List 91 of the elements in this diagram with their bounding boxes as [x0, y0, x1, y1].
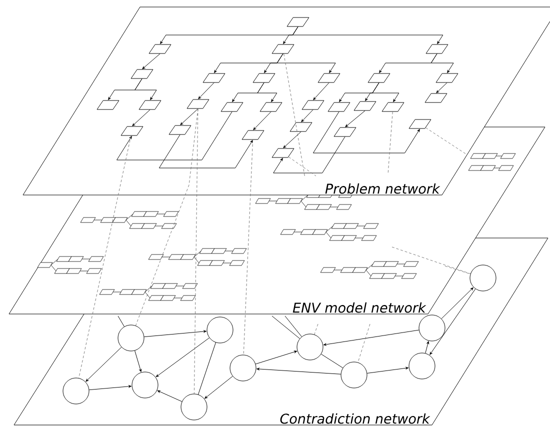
- process-box: [96, 100, 120, 110]
- arrow: [132, 110, 150, 126]
- arrow: [345, 110, 366, 128]
- arrow: [253, 112, 272, 130]
- arrow: [276, 54, 336, 73]
- layer-label: Contradiction network: [280, 413, 430, 424]
- process-box: [290, 122, 312, 132]
- process-box: [426, 44, 448, 54]
- connector-line: [284, 316, 302, 337]
- process-box: [354, 101, 376, 111]
- arrow: [256, 368, 342, 374]
- process-box: [334, 127, 356, 137]
- dashed-link: [284, 54, 306, 178]
- dashed-link: [78, 136, 132, 378]
- arrow: [255, 350, 297, 364]
- arrow: [301, 110, 314, 122]
- process-box: [242, 130, 264, 140]
- graph-circle: [418, 314, 446, 342]
- process-box: [120, 126, 144, 136]
- dashed-link: [425, 127, 466, 154]
- dashed-link: [194, 108, 198, 394]
- process-box: [186, 99, 210, 109]
- arrow: [204, 376, 233, 399]
- arrow: [372, 82, 400, 102]
- process-box: [220, 102, 244, 112]
- dashed-link: [314, 324, 318, 335]
- process-box: [130, 69, 154, 79]
- arrow: [430, 54, 454, 73]
- process-box: [286, 17, 310, 27]
- arrow: [366, 366, 408, 374]
- dashed-link: [358, 324, 370, 363]
- process-box: [272, 148, 294, 158]
- process-box: [408, 119, 432, 129]
- arrow: [313, 82, 330, 100]
- arrow: [157, 390, 182, 402]
- connector-line: [272, 316, 300, 339]
- dashed-link: [388, 112, 393, 174]
- dashed-link: [243, 140, 254, 355]
- dashed-link: [392, 246, 471, 274]
- connector-line: [320, 354, 344, 368]
- graph-circle: [206, 316, 234, 344]
- arrow: [134, 350, 142, 372]
- layer-label: Problem network: [325, 183, 440, 194]
- dashed-link: [444, 266, 471, 274]
- graph-circle: [296, 334, 324, 360]
- graph-circle: [470, 264, 496, 292]
- graph-circle: [340, 362, 368, 388]
- arrow: [425, 341, 430, 354]
- layer-label: ENV model network: [292, 302, 426, 313]
- arrow: [180, 108, 198, 126]
- arrow: [441, 287, 474, 319]
- arrow: [312, 112, 420, 154]
- arrow: [198, 82, 214, 100]
- process-box: [436, 73, 458, 83]
- process-box: [168, 125, 192, 135]
- process-box: [202, 73, 226, 83]
- arrow: [292, 26, 444, 44]
- arrow: [158, 134, 253, 168]
- arrow: [134, 78, 157, 100]
- graph-circle: [408, 352, 436, 380]
- process-box: [318, 73, 340, 83]
- connector-line: [198, 342, 216, 395]
- graph-circle: [230, 354, 256, 382]
- arrow: [88, 385, 132, 390]
- process-box: [252, 73, 276, 83]
- process-box: [328, 102, 350, 112]
- graph-circle: [62, 378, 90, 404]
- process-box: [272, 44, 294, 54]
- arrow: [116, 112, 232, 160]
- connector-line: [118, 316, 125, 327]
- process-box: [424, 93, 448, 103]
- graph-circle: [180, 394, 208, 420]
- process-box: [148, 44, 172, 54]
- arrow: [273, 136, 346, 174]
- arrow: [430, 288, 476, 355]
- arrow: [86, 346, 122, 382]
- arrow: [156, 338, 210, 378]
- arrow: [257, 82, 278, 102]
- process-box: [368, 73, 390, 83]
- arrow: [144, 330, 206, 338]
- arrow: [283, 132, 302, 148]
- process-box: [382, 102, 404, 112]
- arrow: [142, 54, 160, 70]
- arrow: [436, 82, 448, 94]
- dashed-link: [288, 156, 316, 176]
- process-box: [138, 100, 162, 110]
- graph-circle: [132, 372, 158, 398]
- process-box: [302, 100, 324, 110]
- graph-circle: [118, 324, 144, 352]
- arrow: [323, 330, 420, 346]
- process-box: [260, 102, 282, 112]
